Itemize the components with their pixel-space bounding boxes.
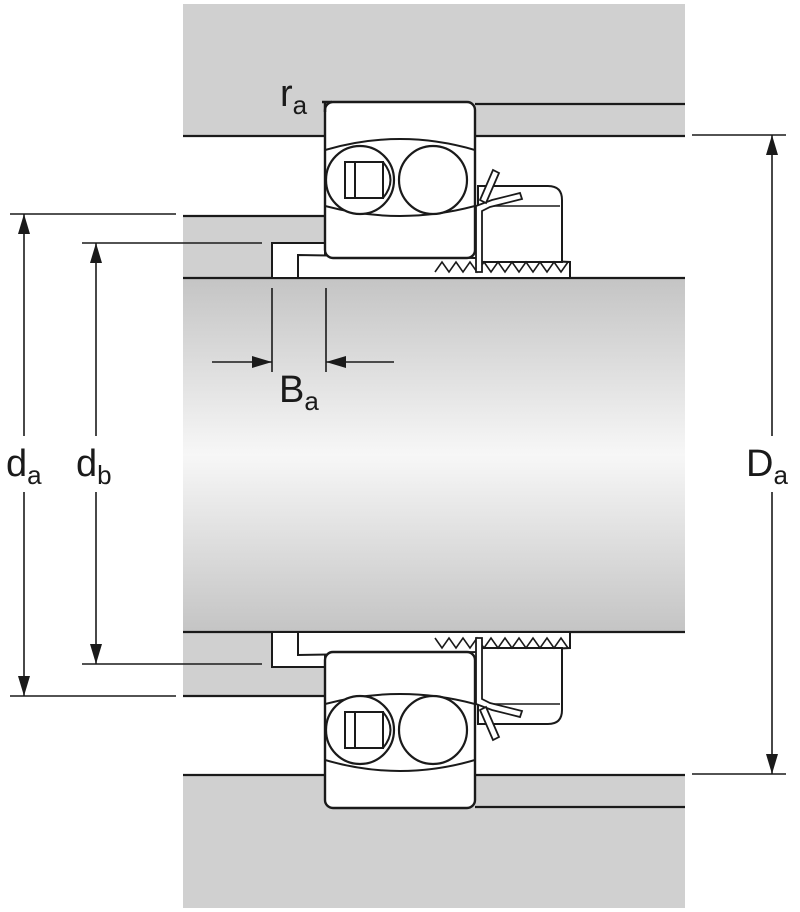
dimension-arrowheads [18, 135, 778, 774]
bearing-top [271, 100, 571, 279]
fillet-corner-top [322, 100, 332, 112]
shaft [183, 278, 685, 632]
cage-bottom [344, 711, 384, 749]
label-Da: Da [746, 443, 788, 490]
lock-washer-bottom [475, 637, 524, 719]
ball-right-bottom [397, 694, 469, 766]
label-db: db [76, 443, 112, 490]
cage-top [344, 161, 384, 199]
ball-right-top [397, 144, 469, 216]
lock-washer-top [475, 191, 524, 273]
label-ra: ra [280, 73, 308, 120]
label-Ba: Ba [279, 369, 319, 416]
label-da: da [6, 443, 42, 490]
bearing-bottom [271, 631, 571, 810]
